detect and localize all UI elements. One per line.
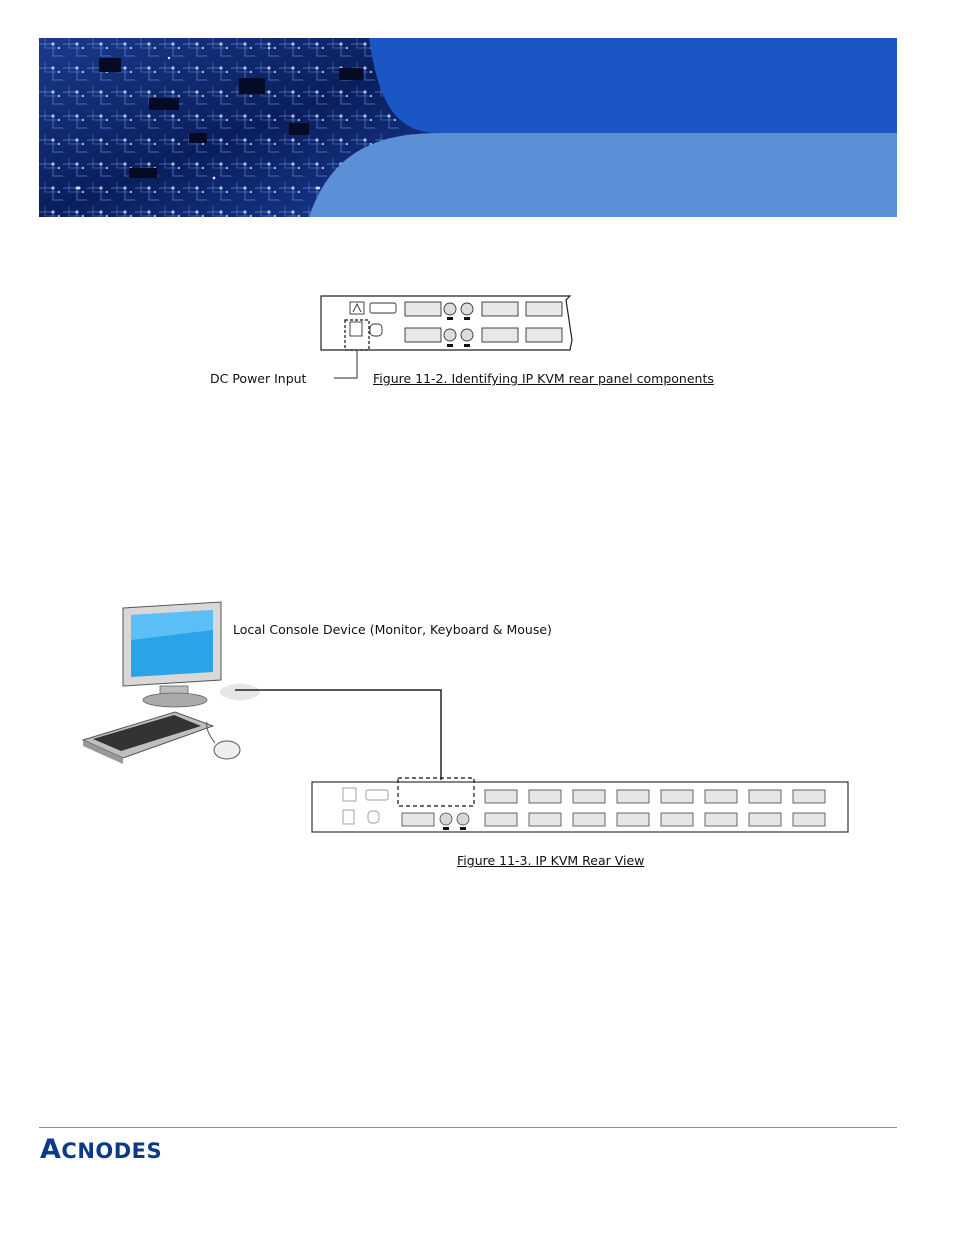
footer-rule [39,1127,897,1128]
figure-11-3-caption: Figure 11-3. IP KVM Rear View [457,853,644,868]
logo-rest: CNODES [61,1139,162,1163]
local-console-label: Local Console Device (Monitor, Keyboard … [233,622,552,637]
keyboard-icon [83,712,213,764]
monitor-icon [123,602,260,707]
mouse-icon [214,741,240,759]
figure-11-2-caption: Figure 11-2. Identifying IP KVM rear pan… [373,371,714,386]
header-banner [39,38,897,217]
figure-11-2: DC Power Input Figure 11-2. Identifying … [200,290,760,400]
dc-power-input-label: DC Power Input [210,371,306,386]
acnodes-logo: ACNODES [40,1134,162,1165]
figure-11-3: Local Console Device (Monitor, Keyboard … [75,600,855,880]
console-connection-diagram [75,600,855,880]
logo-initial: A [40,1134,61,1165]
